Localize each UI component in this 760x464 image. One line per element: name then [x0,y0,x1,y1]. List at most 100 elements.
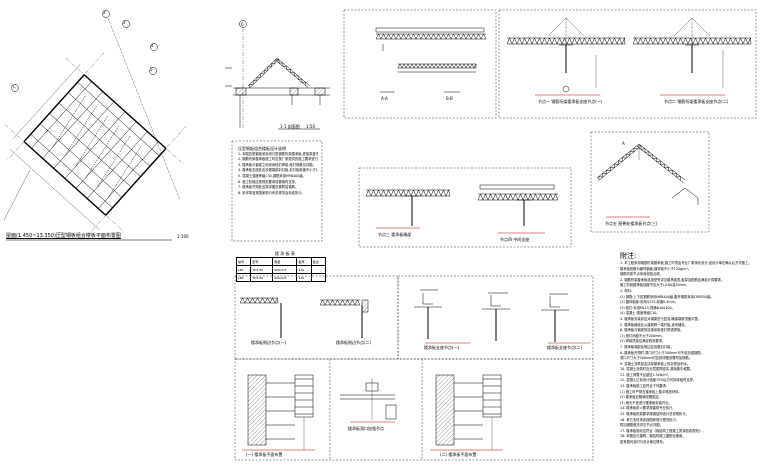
truss-bottom-chord [598,146,642,181]
right-note-line: (2) 楼承板应随铺设随固定。 [620,395,662,400]
right-note-line: (3) 栓钉:采用ML15,规格Φ16x100。 [620,305,675,310]
right-note-line: 洞口尺寸大于300mm时应按详图设置附加钢筋。 [620,356,693,361]
plan-beam [75,121,137,189]
plan-scale: 1:100 [177,234,189,239]
wall-section [247,374,267,446]
right-note-line: 钢筋桁架节点采用电阻点焊。 [620,272,663,277]
frame-nodes-1-2 [498,9,757,119]
detail-bb-label: B-B [446,96,453,101]
general-note-line: 7. 楼承板开洞处应按详图设置附加钢筋。 [238,185,299,190]
table-cell: TD3-90 [250,273,274,282]
general-note-line: 2. 钢筋桁架楼承板施工时应按厂家提供的施工要求进行铺设。 [238,157,318,162]
right-note-line: 6. 楼承板与钢梁的连接采用栓钉穿透焊接。 [620,328,684,333]
right-note-line: 11. 施工荷载不应超过1.5kN/m²。 [620,372,672,377]
table-cell: TD3-90 [250,265,274,274]
axis-bubble [11,84,19,92]
grid-label-2: 2 [103,10,106,15]
truss-top-chord [596,143,640,179]
plan-deck-mark [85,125,120,178]
mid-right-caption: 节点四 中间支座 [500,237,530,242]
deck-topping [375,27,485,33]
axis-bubble [122,20,130,28]
plan-beam [58,102,141,177]
right-notes: 附注: 1. 本工程采用钢筋桁架楼承板,施工时须由专业厂家深化设计,经设计单位确… [620,252,756,446]
grid-label-4: 4 [151,43,154,48]
table-cell [310,273,327,282]
row4-caption-3: (二) 楼承板平面布置 [440,452,477,457]
truss-top-chord [276,57,311,87]
right-note-line: 附加钢筋做法详见节点详图。 [620,423,663,428]
row3-caption-1: 楼承板侧边节点(一) [251,340,287,345]
plan-beam [98,141,159,209]
plan-deck-mark [63,105,97,158]
table-header-cell: 板厚 [296,257,312,266]
mid-left-caption: 节点三 楼承板端部 [378,232,412,237]
plan-beam [64,111,126,179]
plan-deck-mark [108,145,142,198]
right-note-line: 7. 楼承板端部及侧边应设置封口板。 [620,344,674,349]
truss-web [506,37,626,45]
right-note-line: 9. 混凝土浇筑前应清除楼承板上的杂物及积水。 [620,361,691,366]
general-notes: 压型钢板组合楼板设计说明 1. 本图压型钢板采用闭口型钢筋桁架楼承板,底板厚度不… [238,146,318,196]
node1-caption: 节点一 钢筋桁架楼承板支座节点(一) [538,99,603,104]
general-note-line: 3. 楼承板与钢梁之间采用栓钉焊接,栓钉规格见详图。 [238,162,316,167]
right-note-line: 12. 混凝土达到设计强度75%后方可拆除临时支撑。 [620,378,697,383]
right-note-line: 楼承板底模为镀锌钢板,镀锌量不小于120g/m²。 [620,266,692,271]
detail-plate [361,299,369,313]
general-note-line: 4. 楼承板支座处应设置端部封口板,封口板厚度不小于1.0mm。 [238,168,318,173]
wall-elevation [482,374,502,418]
plan-dimension [10,149,100,230]
right-note-line: (2) 焊接质量应满足规范要求。 [620,339,666,344]
right-note-line: 17. 楼承板验收应符合《钢结构工程施工质量验收规范》。 [620,428,706,433]
detail-angle [549,296,560,308]
row3-caption-3: 楼承板支座节点(一) [424,345,460,350]
schedule-title: 楼 承 板 表 [275,251,295,256]
plan-dimension [13,64,81,139]
truss-bottom-chord [636,146,684,183]
plan-beam [31,81,92,149]
right-note-line: 施工阶段楼承板挠度不应大于L/180及20mm。 [620,283,690,288]
truss-web [319,299,361,306]
truss-top-chord [638,143,686,181]
plan-axis [3,169,31,221]
right-note-line: 18. 本图应与建筑、钢结构施工图配合使用。 [620,434,686,439]
plan-beam [49,113,132,188]
truss-web [477,193,559,201]
plan-view [3,10,187,241]
truss-web [598,147,638,181]
schedule-table: 编号 型号 规格 板厚 备注 LB1 TD3-90 600x0.5 120 LB… [235,257,327,282]
right-note-line: (2) 镀锌钢板:采用Q235,厚度0.5mm。 [620,300,679,305]
plan-axis [65,57,185,166]
right-note-line: 14. 楼承板防火要求按建筑专业执行。 [620,406,676,411]
table-row: 编号 型号 规格 板厚 备注 [235,257,327,266]
general-note-line: 5. 混凝土强度等级C30,钢筋采用HRB400级。 [238,173,306,178]
section-grid-label: 6 [241,22,244,27]
frame-row4 [234,358,594,461]
general-note-line: 6. 施工阶段应按规范要求设置临时支撑。 [238,179,299,184]
truss-web [632,37,752,45]
right-note-line: 2. 钢筋桁架楼承板选用型号详见楼承板表,板厚及配筋应满足计算要求。 [620,277,725,282]
plan-beam [68,92,151,167]
table-cell: 120 [296,265,312,274]
frame-ridge [590,131,710,233]
right-note-line: 1. 本工程采用钢筋桁架楼承板,施工时须由专业厂家深化设计,经设计单位确认后方可… [620,261,752,265]
table-row: LB2 TD3-90 600x0.5 120 [235,273,327,282]
truss-web [365,189,451,197]
ridge-inset [671,187,699,205]
ridge-caption: 节点五 屋脊处楼承板节点(三) [605,221,658,226]
ridge-mark: A [622,141,625,146]
frame-row3-left [234,275,399,360]
plan-title: 屋面(1.450~13.350)压型钢板组合楼板平面布置图 [6,233,121,239]
notes-frame [231,140,323,242]
detail-frames [234,9,757,461]
general-notes-title: 压型钢板组合楼板设计说明 [238,146,286,151]
details [239,17,752,451]
axis-bubble [150,43,158,51]
section-column [235,87,247,96]
table-header-cell: 编号 [235,257,252,266]
detail-aa-label: A-A [381,96,388,101]
section-scale: 1:50 [306,124,315,129]
plan-beam [39,123,122,198]
plan-axis [107,17,181,201]
